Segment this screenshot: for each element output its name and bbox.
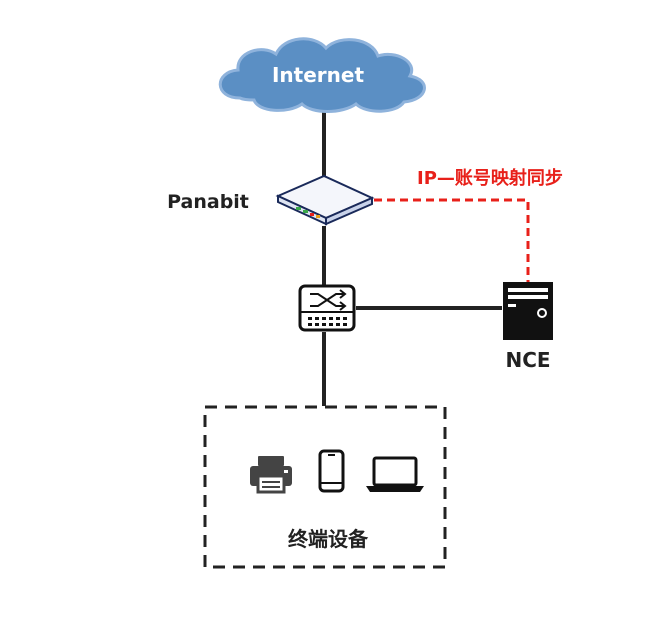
server-icon [503, 282, 553, 340]
switch-icon [298, 284, 356, 332]
laptop-icon [366, 456, 424, 492]
nce-label: NCE [505, 348, 550, 372]
sync-label: IP—账号映射同步 [417, 167, 563, 189]
terminals-label: 终端设备 [288, 527, 369, 551]
printer-icon [250, 456, 292, 494]
sync-dashed-link [374, 198, 530, 282]
internet-label: Internet [272, 63, 364, 87]
panabit-label: Panabit [167, 191, 249, 213]
phone-icon [318, 449, 345, 493]
router-icon [275, 174, 375, 226]
terminals-box [203, 405, 447, 569]
cloud-icon [218, 37, 426, 113]
